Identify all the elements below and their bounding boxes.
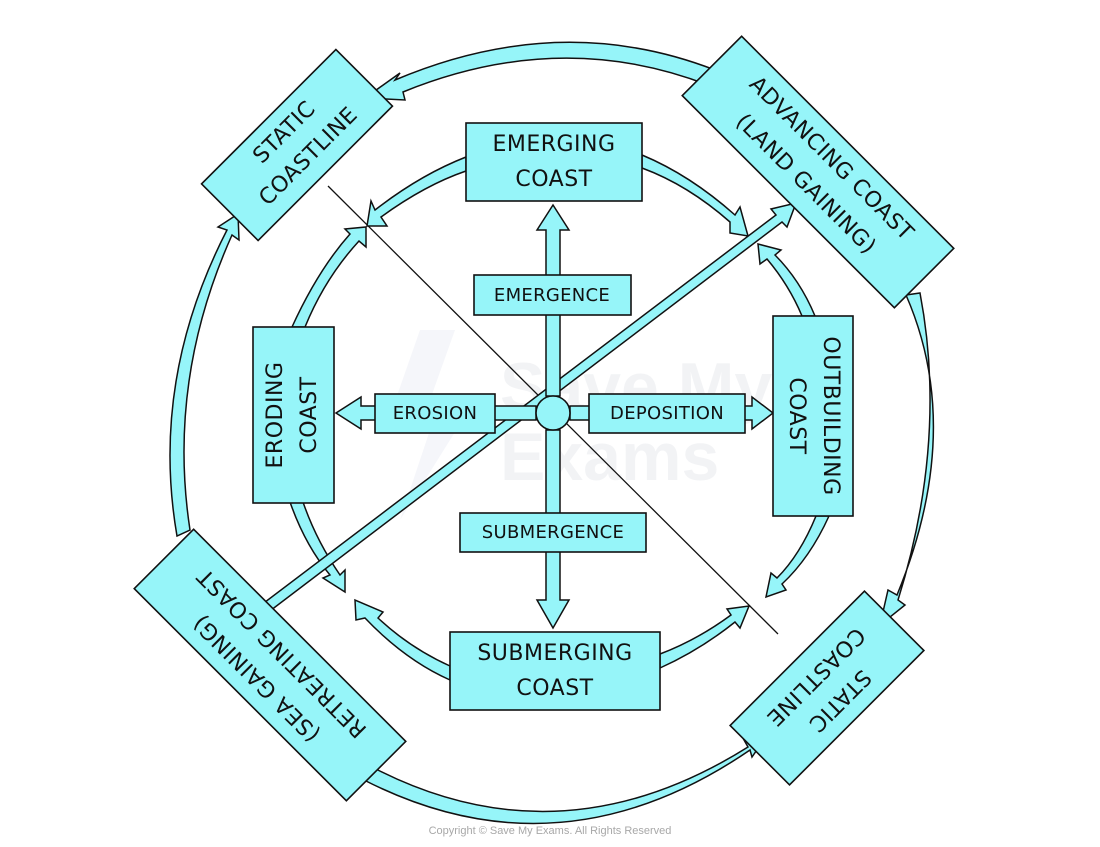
node-emerging-line-2: COAST <box>515 167 592 192</box>
node-emerging-line-1: EMERGING <box>492 132 615 157</box>
outer-arrow-right <box>878 292 935 627</box>
inner-arrow-submerging-to-left <box>354 598 451 682</box>
node-outbuilding-line-2: COAST <box>784 377 809 454</box>
process-deposition: DEPOSITION <box>588 393 746 434</box>
inner-arrow-outbuilding-to-bottom <box>764 515 831 599</box>
node-outbuilding-coast: OUTBUILDING COAST <box>772 315 854 517</box>
node-submerging-line-1: SUBMERGING <box>477 641 632 666</box>
inner-arrow-eroding-to-top <box>290 226 367 328</box>
inner-ring <box>288 153 831 682</box>
node-outbuilding-line-1: OUTBUILDING <box>818 336 843 495</box>
process-label-erosion: EROSION <box>393 403 478 424</box>
node-eroding-coast: ERODING COAST <box>252 326 335 504</box>
outer-arrow-left <box>169 212 240 538</box>
inner-arrow-submerging-to-right <box>659 605 751 670</box>
process-label-emergence: EMERGENCE <box>494 285 610 306</box>
process-erosion: EROSION <box>374 393 496 434</box>
node-eroding-line-1: ERODING <box>263 362 288 469</box>
copyright-notice: Copyright © Save My Exams. All Rights Re… <box>428 825 672 837</box>
process-label-deposition: DEPOSITION <box>610 403 724 424</box>
outer-arrow-bottom <box>362 739 765 825</box>
inner-arrow-emerging-to-left <box>366 155 467 227</box>
process-emergence: EMERGENCE <box>473 274 632 316</box>
node-submerging-coast: SUBMERGING COAST <box>449 631 661 711</box>
process-submergence: SUBMERGENCE <box>459 512 647 553</box>
node-eroding-line-2: COAST <box>297 376 322 453</box>
inner-arrow-emerging-to-right <box>641 153 750 237</box>
node-submerging-line-2: COAST <box>516 676 593 701</box>
node-static-coastline-top-left: STATIC COASTLINE <box>200 48 394 242</box>
node-static-coastline-bottom-right: STATIC COASTLINE <box>728 589 926 787</box>
node-retreating-coast: (SEA GAINING) RETREATING COAST <box>133 528 407 802</box>
center-hub <box>535 395 571 431</box>
process-label-submergence: SUBMERGENCE <box>482 522 624 543</box>
node-emerging-coast: EMERGING COAST <box>465 122 643 202</box>
inner-arrow-outbuilding-to-top <box>757 243 817 317</box>
inner-arrow-eroding-to-bottom <box>288 501 346 594</box>
outer-arrow-top <box>362 41 717 101</box>
